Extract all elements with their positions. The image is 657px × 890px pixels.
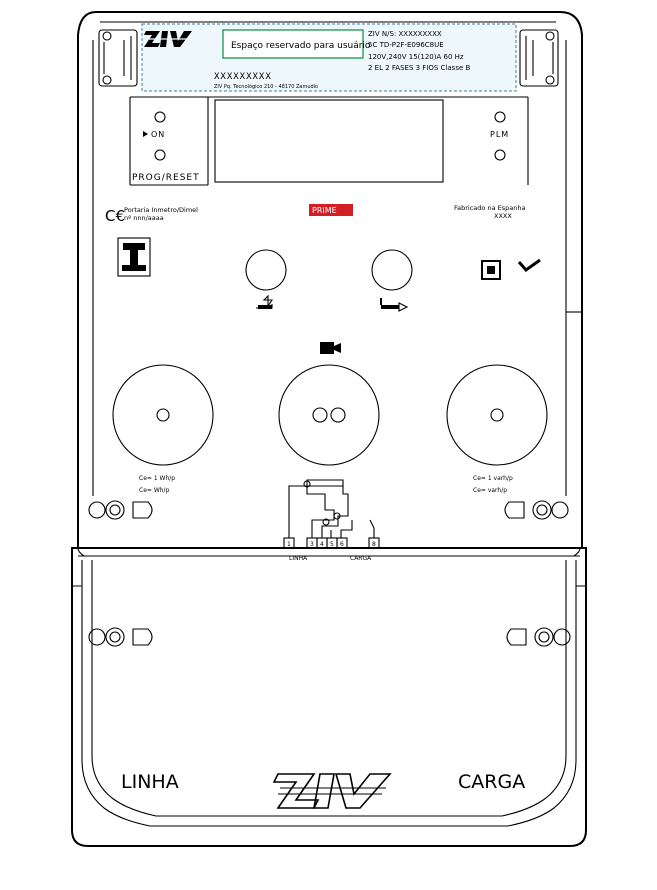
terminal-4: 4 (316, 537, 328, 549)
optical-port-icon (320, 342, 341, 354)
scroll-button-right (371, 249, 413, 312)
constant-right-1: Ce= 1 varh/p (473, 475, 513, 482)
portaria-number: nº nnn/aaaa (124, 214, 164, 222)
ce-mark-icon: C€ (105, 207, 125, 225)
led-plm-label: PLM (490, 130, 509, 139)
nameplate-label: Espaço reservado para usuário XXXXXXXXX … (141, 23, 517, 92)
cover-carga-label: CARGA (458, 771, 525, 793)
manufacturer-address: ZIV Pq. Tecnológico 210 - 48170 Zamudio (214, 83, 318, 90)
inmetro-logo (117, 237, 151, 277)
ziv-cover-logo (272, 773, 392, 809)
cover-linha-label: LINHA (121, 771, 179, 793)
scroll-button-left (245, 249, 287, 309)
terminal-5: 5 (326, 537, 338, 549)
spec-line-2: 5C TD-P2F-E096C8UE (368, 41, 444, 49)
mid-screw-right (504, 500, 569, 520)
svg-text:8: 8 (372, 541, 376, 548)
approval-row: C€ Portaria Inmetro/Dimel nº nnn/aaaa PR… (105, 204, 525, 225)
double-insulation-icon (481, 260, 501, 280)
made-in-text: Fabricado na Espanha (454, 204, 525, 212)
spec-line-4: 2 EL 2 FASES 3 FIOS Classe B (368, 64, 471, 72)
led-plm (494, 111, 506, 123)
prime-logo: PRIME (309, 204, 353, 216)
wiring-linha-label: LINHA (289, 555, 308, 562)
wiring-carga-label: CARGA (350, 555, 372, 562)
cover-screw-right (506, 627, 571, 647)
lcd-display (214, 99, 444, 183)
left-hinge (98, 29, 138, 87)
constant-right-2: Ce= varh/p (473, 487, 507, 494)
led-prog (154, 149, 166, 161)
svg-text:1: 1 (287, 541, 291, 548)
check-mark-icon (517, 258, 541, 273)
svg-text:3: 3 (310, 541, 314, 548)
left-seal (112, 364, 214, 466)
display-panel: ON PROG/RESET PLM (129, 96, 529, 186)
terminal-3: 3 (306, 537, 318, 549)
led-on (154, 111, 166, 123)
terminal-cover: LINHA CARGA (71, 547, 587, 847)
portaria-text: Portaria Inmetro/Dimel (124, 206, 198, 214)
constant-left-2: Ce= Wh/p (139, 487, 170, 494)
led-on-label: ON (151, 130, 165, 139)
spec-line-1: ZIV N/S: XXXXXXXXX (368, 30, 442, 38)
svg-text:6: 6 (340, 541, 344, 548)
user-space-box (222, 29, 364, 59)
center-seal (278, 364, 380, 466)
ziv-label-logo (144, 31, 192, 47)
right-hinge (519, 29, 559, 87)
made-in-code: XXXX (494, 212, 512, 220)
right-seal (446, 364, 548, 466)
svg-text:4: 4 (320, 541, 324, 548)
meter-body (77, 11, 583, 549)
prog-reset-label: PROG/RESET (132, 173, 200, 183)
terminal-6: 6 (336, 537, 348, 549)
svg-text:5: 5 (330, 541, 334, 548)
constant-left-1: Ce= 1 Wh/p (139, 475, 175, 482)
terminal-8: 8 (368, 537, 380, 549)
cover-screw-left (88, 627, 153, 647)
user-space-text: Espaço reservado para usuário (231, 41, 371, 51)
svg-text:PRIME: PRIME (312, 206, 337, 215)
led-on-arrow-icon (143, 131, 148, 137)
terminal-1: 1 (283, 537, 295, 549)
led-plm-2 (494, 149, 506, 161)
mid-screw-left (88, 500, 153, 520)
wiring-diagram: 1 3 4 5 6 8 LINHA CARGA (283, 479, 380, 562)
serial-placeholder: XXXXXXXXX (214, 72, 272, 82)
spec-line-3: 120V,240V 15(120)A 60 Hz (368, 53, 464, 61)
